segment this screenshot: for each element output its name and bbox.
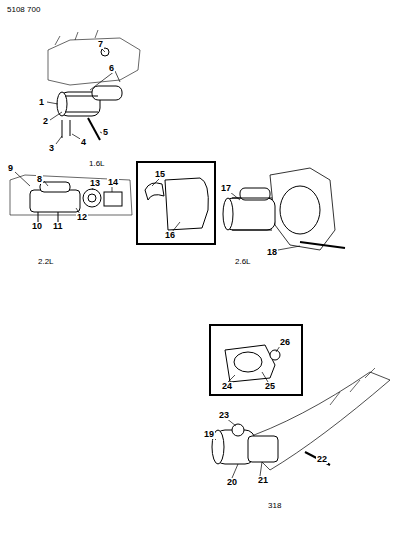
callout-number: 11 (52, 222, 64, 231)
callout-number: 26 (279, 338, 291, 347)
callout-number: 4 (80, 138, 87, 147)
engine-caption: 2.2L (37, 258, 55, 266)
starter-1-6l (48, 30, 140, 140)
callout-number: 1 (38, 98, 45, 107)
callout-number: 23 (218, 411, 230, 420)
callout-number: 17 (220, 184, 232, 193)
engine-caption: 1.6L (88, 160, 106, 168)
leader-lines (47, 49, 120, 144)
callout-number: 9 (7, 164, 14, 173)
starter-2-2l (10, 172, 132, 222)
callout-number: 14 (107, 178, 119, 187)
callout-number: 12 (76, 213, 88, 222)
callout-number: 24 (221, 382, 233, 391)
callout-number: 21 (257, 476, 269, 485)
callout-number: 10 (31, 222, 43, 231)
starter-2-6l (223, 168, 345, 250)
callout-number: 8 (36, 175, 43, 184)
callout-number: 22 (316, 455, 328, 464)
engine-caption: 318 (267, 502, 282, 510)
callout-number: 20 (226, 478, 238, 487)
callout-number: 19 (203, 430, 215, 439)
callout-number: 3 (48, 144, 55, 153)
callout-number: 15 (154, 170, 166, 179)
callout-number: 13 (89, 179, 101, 188)
callout-number: 7 (97, 40, 104, 49)
engine-caption: 5108 700 (6, 6, 41, 14)
callout-number: 16 (164, 231, 176, 240)
callout-number: 2 (42, 117, 49, 126)
starter-318 (212, 368, 390, 478)
engine-caption: 2.6L (234, 258, 252, 266)
callout-number: 5 (102, 128, 109, 137)
callout-number: 6 (108, 64, 115, 73)
callout-number: 25 (264, 382, 276, 391)
callout-number: 18 (266, 248, 278, 257)
